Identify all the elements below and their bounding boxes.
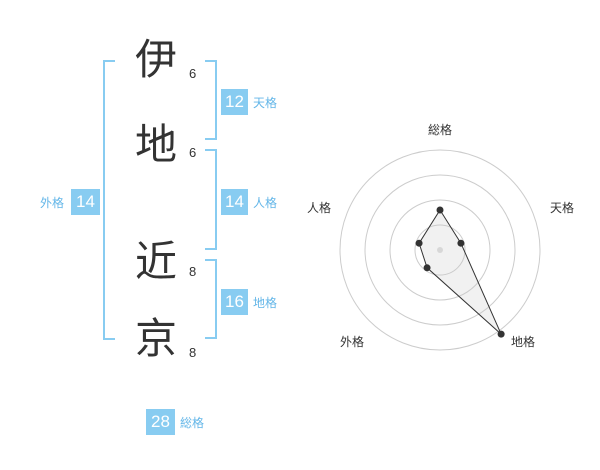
radar-axis-label-tenkaku: 天格 [550, 201, 575, 215]
chi-bracket [205, 259, 217, 339]
jin-value: 14 [221, 189, 248, 215]
ten-label: 天格 [253, 96, 278, 110]
stroke-count-1: 6 [189, 66, 197, 81]
radar-axis-label-jinkaku: 人格 [307, 201, 332, 215]
radar-point-1 [436, 206, 444, 214]
chi-value: 16 [221, 289, 248, 315]
stroke-count-3: 8 [189, 264, 197, 279]
jin-label: 人格 [253, 196, 278, 210]
radar-center [437, 247, 443, 253]
jin-bracket [205, 149, 217, 250]
name-char-3: 近 [134, 237, 177, 286]
radar-axis-label-sougaku: 総格 [428, 123, 453, 137]
radar-polygon [418, 209, 502, 335]
radar-shape [415, 206, 505, 338]
radar-point-4 [423, 264, 431, 272]
radar-ring [414, 224, 466, 276]
radar-point-2 [457, 239, 465, 247]
gai-label: 外格 [40, 196, 65, 210]
gai-bracket [103, 60, 115, 340]
ten-value: 12 [221, 89, 248, 115]
radar-ring [339, 149, 541, 351]
ten-bracket [205, 60, 217, 140]
radar-point-3 [497, 330, 505, 338]
stroke-count-4: 8 [189, 345, 197, 360]
radar-point-5 [415, 239, 423, 247]
name-char-1: 伊 [134, 35, 177, 84]
radar-ring [389, 199, 491, 301]
radar-axis-label-chikaku: 地格 [511, 335, 536, 349]
name-char-2: 地 [134, 120, 177, 169]
name-char-4: 京 [134, 314, 177, 363]
total-value: 28 [146, 409, 175, 435]
gai-value: 14 [71, 189, 100, 215]
chi-label: 地格 [253, 296, 278, 310]
radar-axis-label-gaikaku: 外格 [340, 335, 365, 349]
stroke-count-2: 6 [189, 145, 197, 160]
radar-grid [339, 149, 541, 351]
radar-ring [364, 174, 516, 326]
total-label: 総格 [180, 416, 205, 430]
